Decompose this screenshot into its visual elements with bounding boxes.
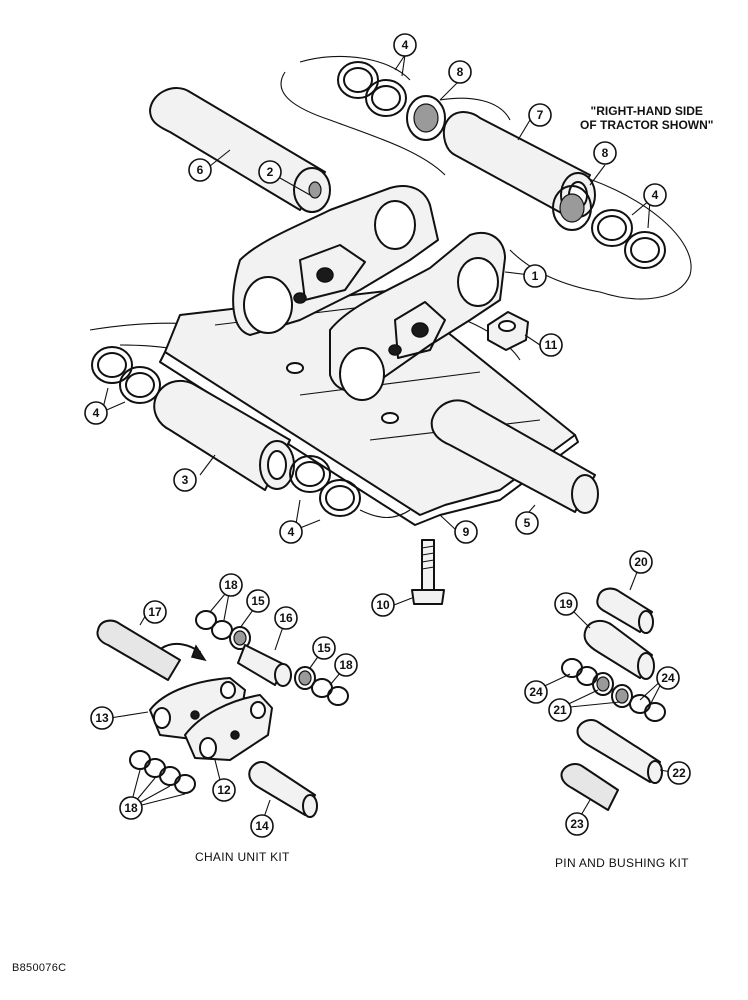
svg-text:11: 11 <box>545 338 558 352</box>
callout-15-top: 15 <box>246 589 270 613</box>
callout-1: 1 <box>523 264 547 288</box>
svg-text:5: 5 <box>524 516 531 530</box>
callout-15-right: 15 <box>312 636 336 660</box>
svg-text:7: 7 <box>537 108 544 122</box>
svg-text:18: 18 <box>224 578 238 592</box>
callout-3: 3 <box>173 468 197 492</box>
svg-text:22: 22 <box>672 766 686 780</box>
bushing-3 <box>153 380 295 491</box>
svg-text:8: 8 <box>457 65 464 79</box>
svg-text:13: 13 <box>95 711 109 725</box>
svg-text:1: 1 <box>532 269 539 283</box>
callout-24-right: 24 <box>656 666 680 690</box>
track-link-1 <box>329 232 506 401</box>
seal-rings-top <box>337 61 666 269</box>
svg-text:24: 24 <box>529 685 543 699</box>
callout-4-left: 4 <box>84 401 108 425</box>
callout-6: 6 <box>188 158 212 182</box>
callout-2: 2 <box>258 160 282 184</box>
figure-code: B850076C <box>12 962 67 974</box>
svg-text:15: 15 <box>251 594 265 608</box>
bolt-10 <box>411 539 445 605</box>
chain-unit-kit-drawing <box>96 610 349 818</box>
callout-24-left: 24 <box>524 680 548 704</box>
callout-7: 7 <box>528 103 552 127</box>
callout-12: 12 <box>212 778 236 802</box>
callout-11: 11 <box>539 333 563 357</box>
svg-text:19: 19 <box>559 597 573 611</box>
callout-10: 10 <box>371 593 395 617</box>
callout-20: 20 <box>629 550 653 574</box>
svg-text:8: 8 <box>602 146 609 160</box>
callout-5: 5 <box>515 511 539 535</box>
svg-text:4: 4 <box>288 525 295 539</box>
svg-text:15: 15 <box>317 641 331 655</box>
track-link-2 <box>232 185 439 336</box>
callout-13: 13 <box>90 706 114 730</box>
callout-23: 23 <box>565 812 589 836</box>
callout-4-right: 4 <box>643 183 667 207</box>
svg-text:14: 14 <box>255 819 269 833</box>
svg-text:3: 3 <box>182 473 189 487</box>
callout-8-top: 8 <box>448 60 472 84</box>
svg-text:9: 9 <box>463 525 470 539</box>
callout-18-right: 18 <box>334 653 358 677</box>
pin-5 <box>430 399 599 514</box>
svg-text:24: 24 <box>661 671 675 685</box>
pin-6 <box>149 87 331 213</box>
callout-16: 16 <box>274 606 298 630</box>
svg-text:21: 21 <box>553 703 567 717</box>
nut-11 <box>487 311 529 351</box>
callout-14: 14 <box>250 814 274 838</box>
callout-21: 21 <box>548 698 572 722</box>
svg-text:2: 2 <box>267 165 274 179</box>
svg-text:23: 23 <box>570 817 584 831</box>
svg-text:16: 16 <box>279 611 293 625</box>
svg-text:4: 4 <box>652 188 659 202</box>
svg-text:10: 10 <box>376 598 390 612</box>
chain-unit-kit-label: CHAIN UNIT KIT <box>195 850 290 864</box>
svg-text:20: 20 <box>634 555 648 569</box>
callout-18-bottom: 18 <box>119 796 143 820</box>
callout-4-top-a: 4 <box>393 33 417 57</box>
callout-8-right: 8 <box>593 141 617 165</box>
orientation-note-line1: "RIGHT-HAND SIDE <box>590 104 703 118</box>
callout-17: 17 <box>143 600 167 624</box>
callout-19: 19 <box>554 592 578 616</box>
callout-4-bottom: 4 <box>279 520 303 544</box>
orientation-note: "RIGHT-HAND SIDE OF TRACTOR SHOWN" <box>580 104 713 132</box>
callout-18-top: 18 <box>219 573 243 597</box>
seal-rings-left <box>91 346 361 517</box>
pin-and-bushing-kit-drawing <box>560 587 666 811</box>
svg-text:6: 6 <box>197 163 204 177</box>
callout-22: 22 <box>667 761 691 785</box>
pin-and-bushing-kit-label: PIN AND BUSHING KIT <box>555 856 689 870</box>
svg-text:17: 17 <box>148 605 162 619</box>
svg-text:18: 18 <box>124 801 138 815</box>
orientation-note-line2: OF TRACTOR SHOWN" <box>580 118 714 132</box>
callout-9: 9 <box>454 520 478 544</box>
svg-text:4: 4 <box>93 406 100 420</box>
svg-text:12: 12 <box>217 783 231 797</box>
svg-text:4: 4 <box>402 38 409 52</box>
svg-text:18: 18 <box>339 658 353 672</box>
